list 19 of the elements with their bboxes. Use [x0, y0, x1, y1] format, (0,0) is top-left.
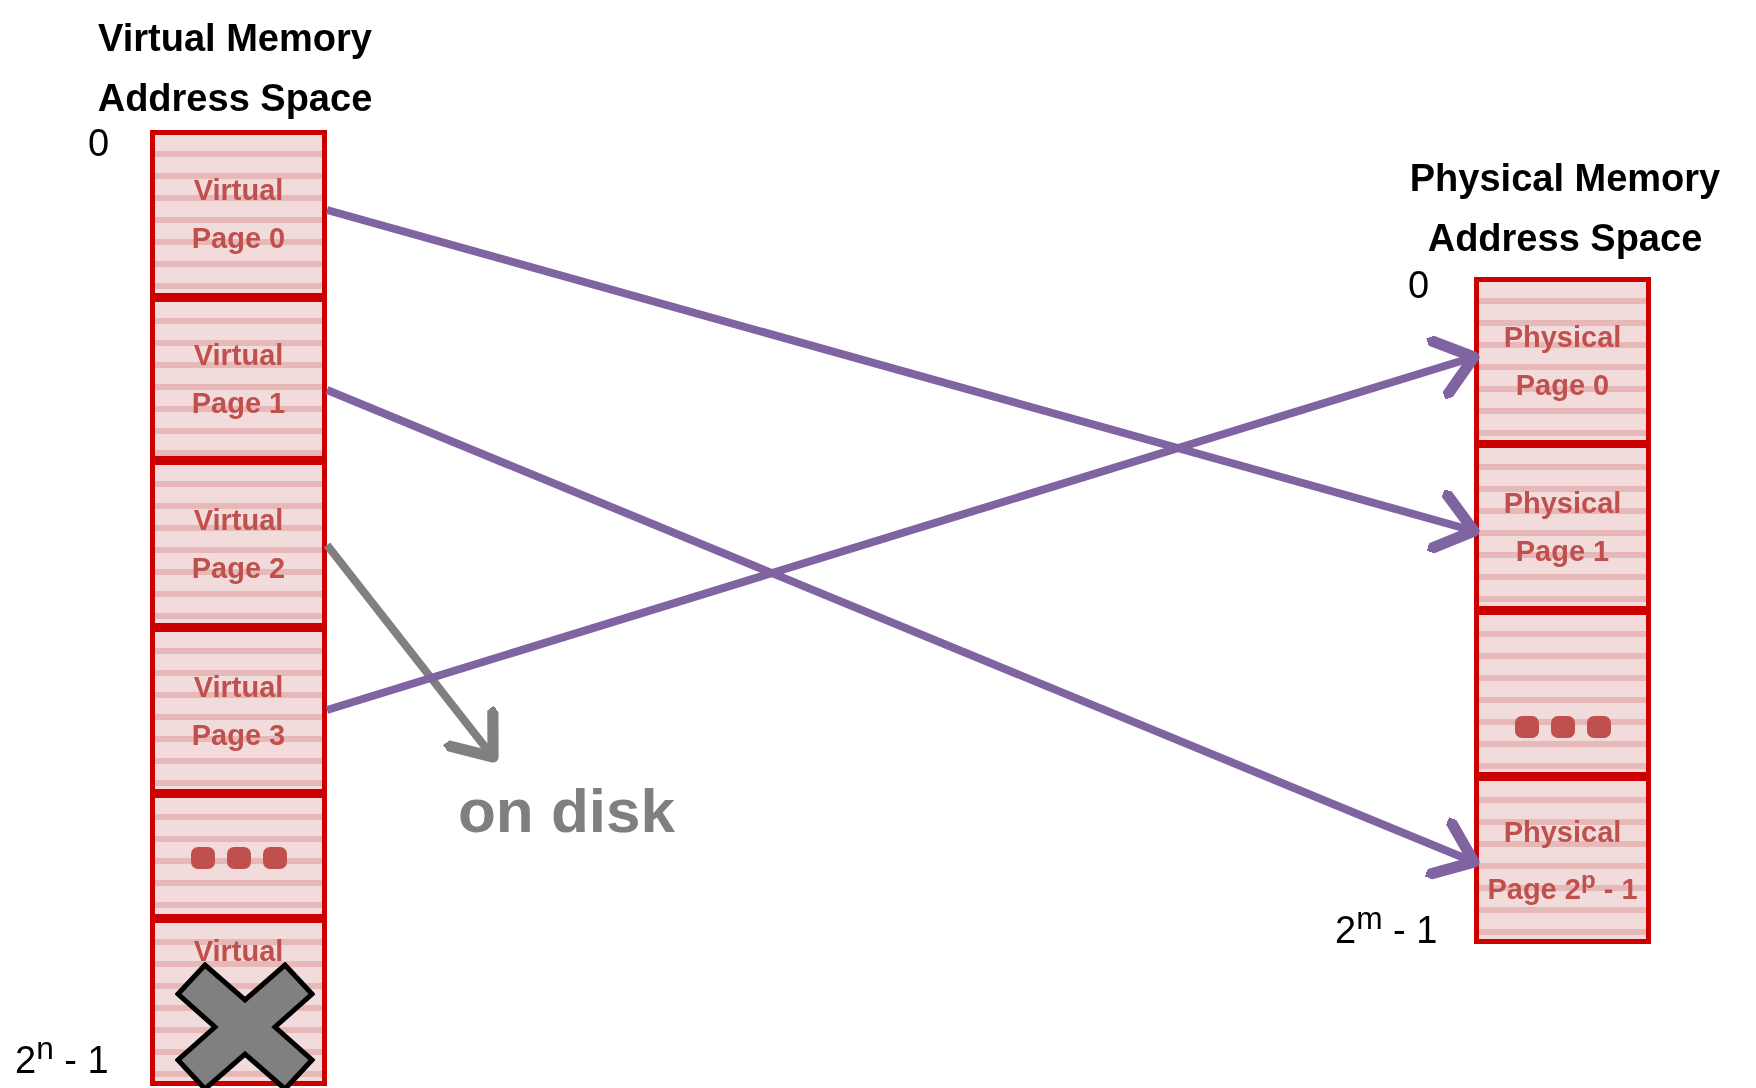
column-heading: Physical Memory Address Space	[1408, 156, 1722, 261]
disk-label: on disk	[458, 775, 676, 846]
address-label: 2$^{n}$ - 1	[15, 1030, 109, 1082]
memory-page-box	[1474, 443, 1651, 611]
page-label: Virtual Page 3	[190, 669, 287, 753]
memory-page-box	[150, 130, 327, 298]
address-label: 0	[88, 122, 110, 165]
memory-page-box	[1474, 277, 1651, 445]
address-label: 0	[1408, 264, 1430, 307]
page-label: Virtual Page 1	[190, 338, 287, 421]
address-label: 2$^{m}$ - 1	[1335, 900, 1438, 952]
column-heading: Virtual Memory Address Space	[96, 16, 374, 121]
page-label: Virtual Page 0	[190, 173, 287, 256]
page-label: Virtual Page 2	[190, 503, 287, 586]
page-label: Physical Page 2$^{p}$ - 1	[1486, 814, 1639, 907]
memory-page-box	[1474, 776, 1651, 944]
page-label: Virtual	[192, 934, 285, 969]
page-label: Physical Page 0	[1502, 320, 1623, 403]
page-label: Physical Page 1	[1502, 486, 1623, 569]
